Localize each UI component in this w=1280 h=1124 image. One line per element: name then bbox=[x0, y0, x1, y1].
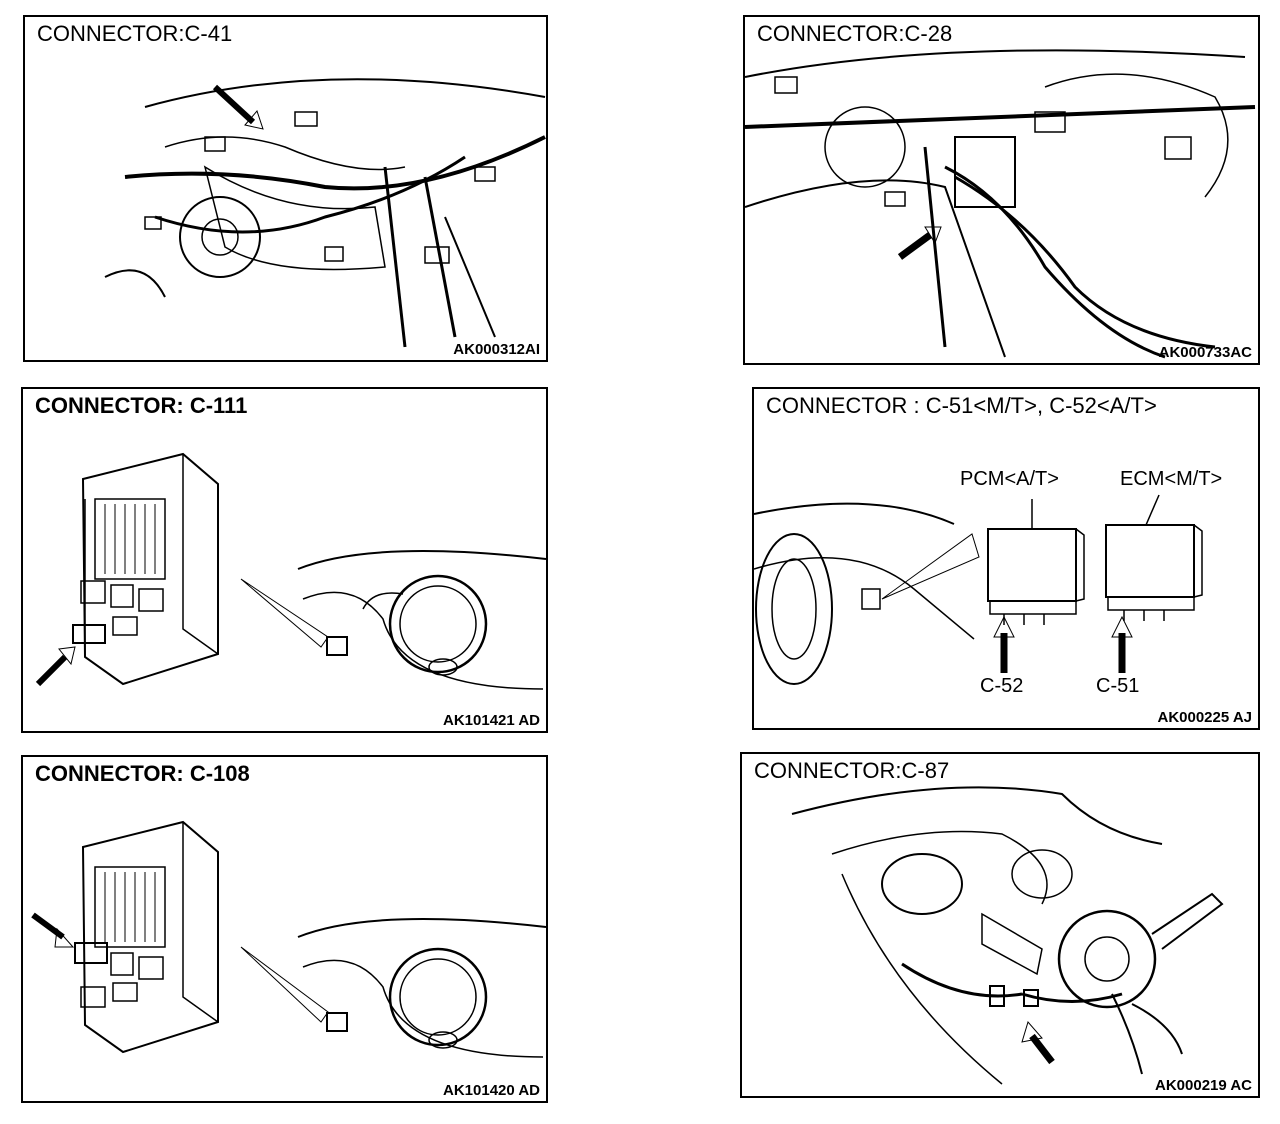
panel-connector-c87: CONNECTOR:C-87 AK000219 AC bbox=[740, 752, 1260, 1098]
pointer-arrow bbox=[35, 654, 68, 687]
pointer-arrow bbox=[897, 232, 933, 260]
pcm-label: PCM<A/T> bbox=[960, 468, 1059, 490]
panel-connector-c51-c52: CONNECTOR : C-51<M/T>, C-52<A/T> PCM<A/T… bbox=[752, 387, 1260, 730]
panel-connector-c28: CONNECTOR:C-28 AK000733AC bbox=[743, 15, 1260, 365]
panel-connector-c108: CONNECTOR: C-108 AK101420 AD bbox=[21, 755, 548, 1103]
panel-title: CONNECTOR:C-87 bbox=[754, 758, 950, 783]
pointer-arrow bbox=[212, 84, 256, 125]
pointer-arrow bbox=[1029, 1033, 1055, 1065]
dashboard-wiring-illustration bbox=[745, 49, 1256, 359]
ecm-label: ECM<M/T> bbox=[1120, 468, 1223, 490]
steering-column-illustration bbox=[791, 786, 1224, 1085]
panel-connector-c111: CONNECTOR: C-111 AK101421 AD bbox=[21, 387, 548, 733]
c52-label: C-52 bbox=[980, 675, 1024, 697]
panel-title: CONNECTOR:C-41 bbox=[37, 21, 233, 46]
panel-title: CONNECTOR : C-51<M/T>, C-52<A/T> bbox=[766, 393, 1157, 418]
junction-block-illustration bbox=[35, 452, 546, 690]
figure-code: AK000225 AJ bbox=[1157, 709, 1252, 726]
panel-title: CONNECTOR: C-108 bbox=[35, 761, 250, 786]
panel-title: CONNECTOR:C-28 bbox=[757, 21, 953, 46]
panel-title: CONNECTOR: C-111 bbox=[35, 393, 248, 418]
ecm-pcm-location-illustration bbox=[754, 494, 1203, 685]
c51-label: C-51 bbox=[1096, 675, 1140, 697]
figure-code: AK000312AI bbox=[453, 341, 540, 358]
panel-connector-c41: CONNECTOR:C-41 AK000312AI bbox=[23, 15, 548, 362]
dashboard-wiring-illustration bbox=[104, 78, 546, 348]
pointer-arrow bbox=[31, 912, 65, 940]
figure-code: AK101420 AD bbox=[443, 1082, 540, 1099]
junction-block-illustration bbox=[31, 820, 546, 1058]
figure-code: AK101421 AD bbox=[443, 712, 540, 729]
figure-code: AK000219 AC bbox=[1155, 1077, 1252, 1094]
figure-code: AK000733AC bbox=[1158, 344, 1252, 361]
